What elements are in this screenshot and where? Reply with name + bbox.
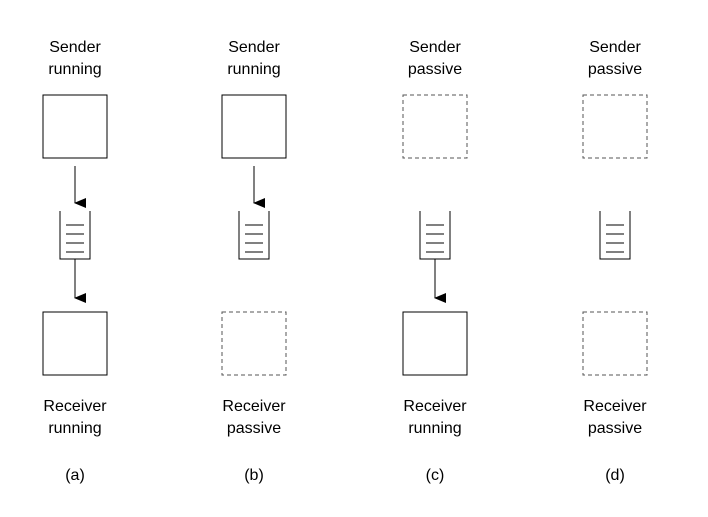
- panel-caption: (a): [65, 467, 85, 484]
- sender-box: [42, 94, 108, 159]
- message-queue-icon: [238, 211, 270, 260]
- sender-label: Sender: [589, 39, 641, 56]
- sender-box: [582, 94, 648, 159]
- receiver-state-label: running: [408, 420, 461, 437]
- message-queue-icon: [59, 211, 91, 260]
- receiver-box: [221, 311, 287, 376]
- receiver-box: [402, 311, 468, 376]
- receiver-state-label: passive: [227, 420, 281, 437]
- receiver-box: [582, 311, 648, 376]
- sender-state-label: running: [227, 61, 280, 78]
- sender-label: Sender: [409, 39, 461, 56]
- receiver-label: Receiver: [583, 398, 647, 415]
- message-queue-icon: [419, 211, 451, 260]
- sender-state-label: running: [48, 61, 101, 78]
- panel-caption: (b): [244, 467, 264, 484]
- receiver-label: Receiver: [403, 398, 467, 415]
- receiver-box: [42, 311, 108, 376]
- receiver-state-label: running: [48, 420, 101, 437]
- panel-caption: (d): [605, 467, 625, 484]
- sender-label: Sender: [228, 39, 280, 56]
- receiver-state-label: passive: [588, 420, 642, 437]
- receiver-label: Receiver: [43, 398, 107, 415]
- sender-box: [221, 94, 287, 159]
- sender-state-label: passive: [588, 61, 642, 78]
- panel-caption: (c): [426, 467, 445, 484]
- sender-box: [402, 94, 468, 159]
- message-queue-icon: [599, 211, 631, 260]
- sender-state-label: passive: [408, 61, 462, 78]
- receiver-label: Receiver: [222, 398, 286, 415]
- sender-label: Sender: [49, 39, 101, 56]
